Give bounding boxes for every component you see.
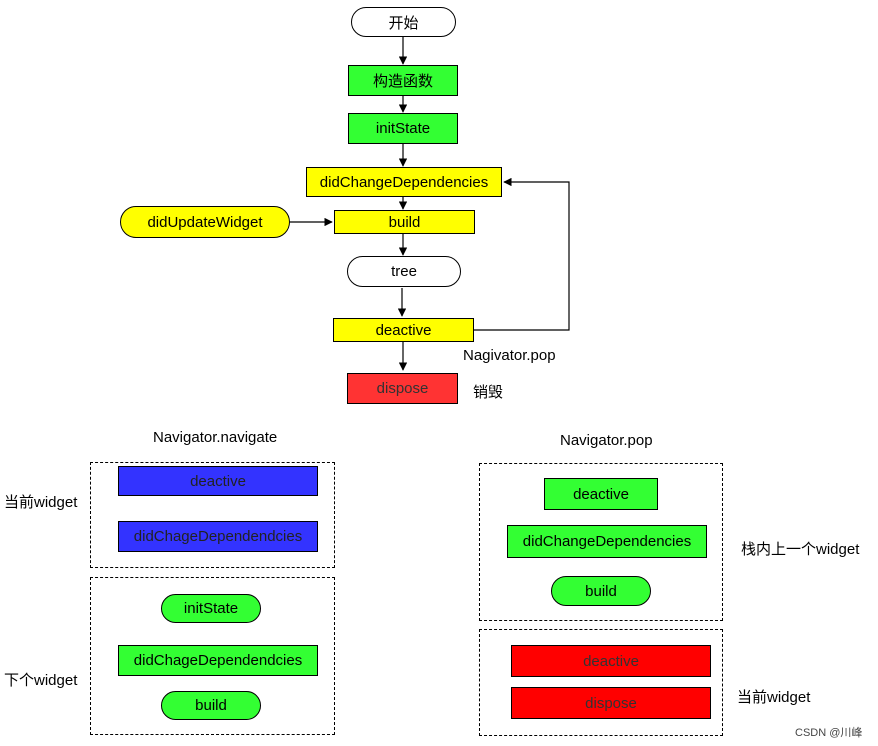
- dispose-node: dispose: [347, 373, 458, 404]
- build-node: build: [334, 210, 475, 234]
- navigate-current-group: [90, 462, 335, 568]
- arrow-deactive-loop-to-didchange: [474, 177, 570, 331]
- pop-prev-didchangedependencies: didChangeDependencies: [507, 525, 707, 558]
- navigate-title: Navigator.navigate: [153, 429, 278, 446]
- navigate-current-widget-label: 当前widget: [4, 494, 78, 511]
- navigate-next-group: [90, 577, 335, 735]
- didchangedependencies-node: didChangeDependencies: [306, 167, 502, 197]
- destroy-label: 销毁: [473, 384, 504, 401]
- constructor-node: 构造函数: [348, 65, 458, 96]
- navigate-current-didchagedependendcies: didChageDependendcies: [118, 521, 318, 552]
- pop-prev-deactive: deactive: [544, 478, 658, 510]
- navigate-current-deactive: deactive: [118, 466, 318, 496]
- navigate-next-build: build: [161, 691, 261, 720]
- tree-node: tree: [347, 256, 461, 287]
- didupdatewidget-node: didUpdateWidget: [120, 206, 290, 238]
- pop-current-group: [479, 629, 723, 736]
- pop-prev-group: [479, 463, 723, 621]
- deactive-node: deactive: [333, 318, 474, 342]
- navigate-next-didchagedependendcies: didChageDependendcies: [118, 645, 318, 676]
- nagivator-pop-label: Nagivator.pop: [463, 347, 556, 364]
- start-node: 开始: [351, 7, 456, 37]
- pop-prev-build: build: [551, 576, 651, 606]
- pop-title: Navigator.pop: [560, 432, 653, 449]
- navigate-next-initstate: initState: [161, 594, 261, 623]
- initstate-node: initState: [348, 113, 458, 144]
- navigate-next-widget-label: 下个widget: [4, 672, 78, 689]
- pop-current-dispose: dispose: [511, 687, 711, 719]
- pop-current-widget-label: 当前widget: [737, 689, 811, 706]
- csdn-watermark: CSDN @川峰: [795, 727, 863, 739]
- pop-prev-widget-label: 栈内上一个widget: [741, 541, 860, 558]
- pop-current-deactive: deactive: [511, 645, 711, 677]
